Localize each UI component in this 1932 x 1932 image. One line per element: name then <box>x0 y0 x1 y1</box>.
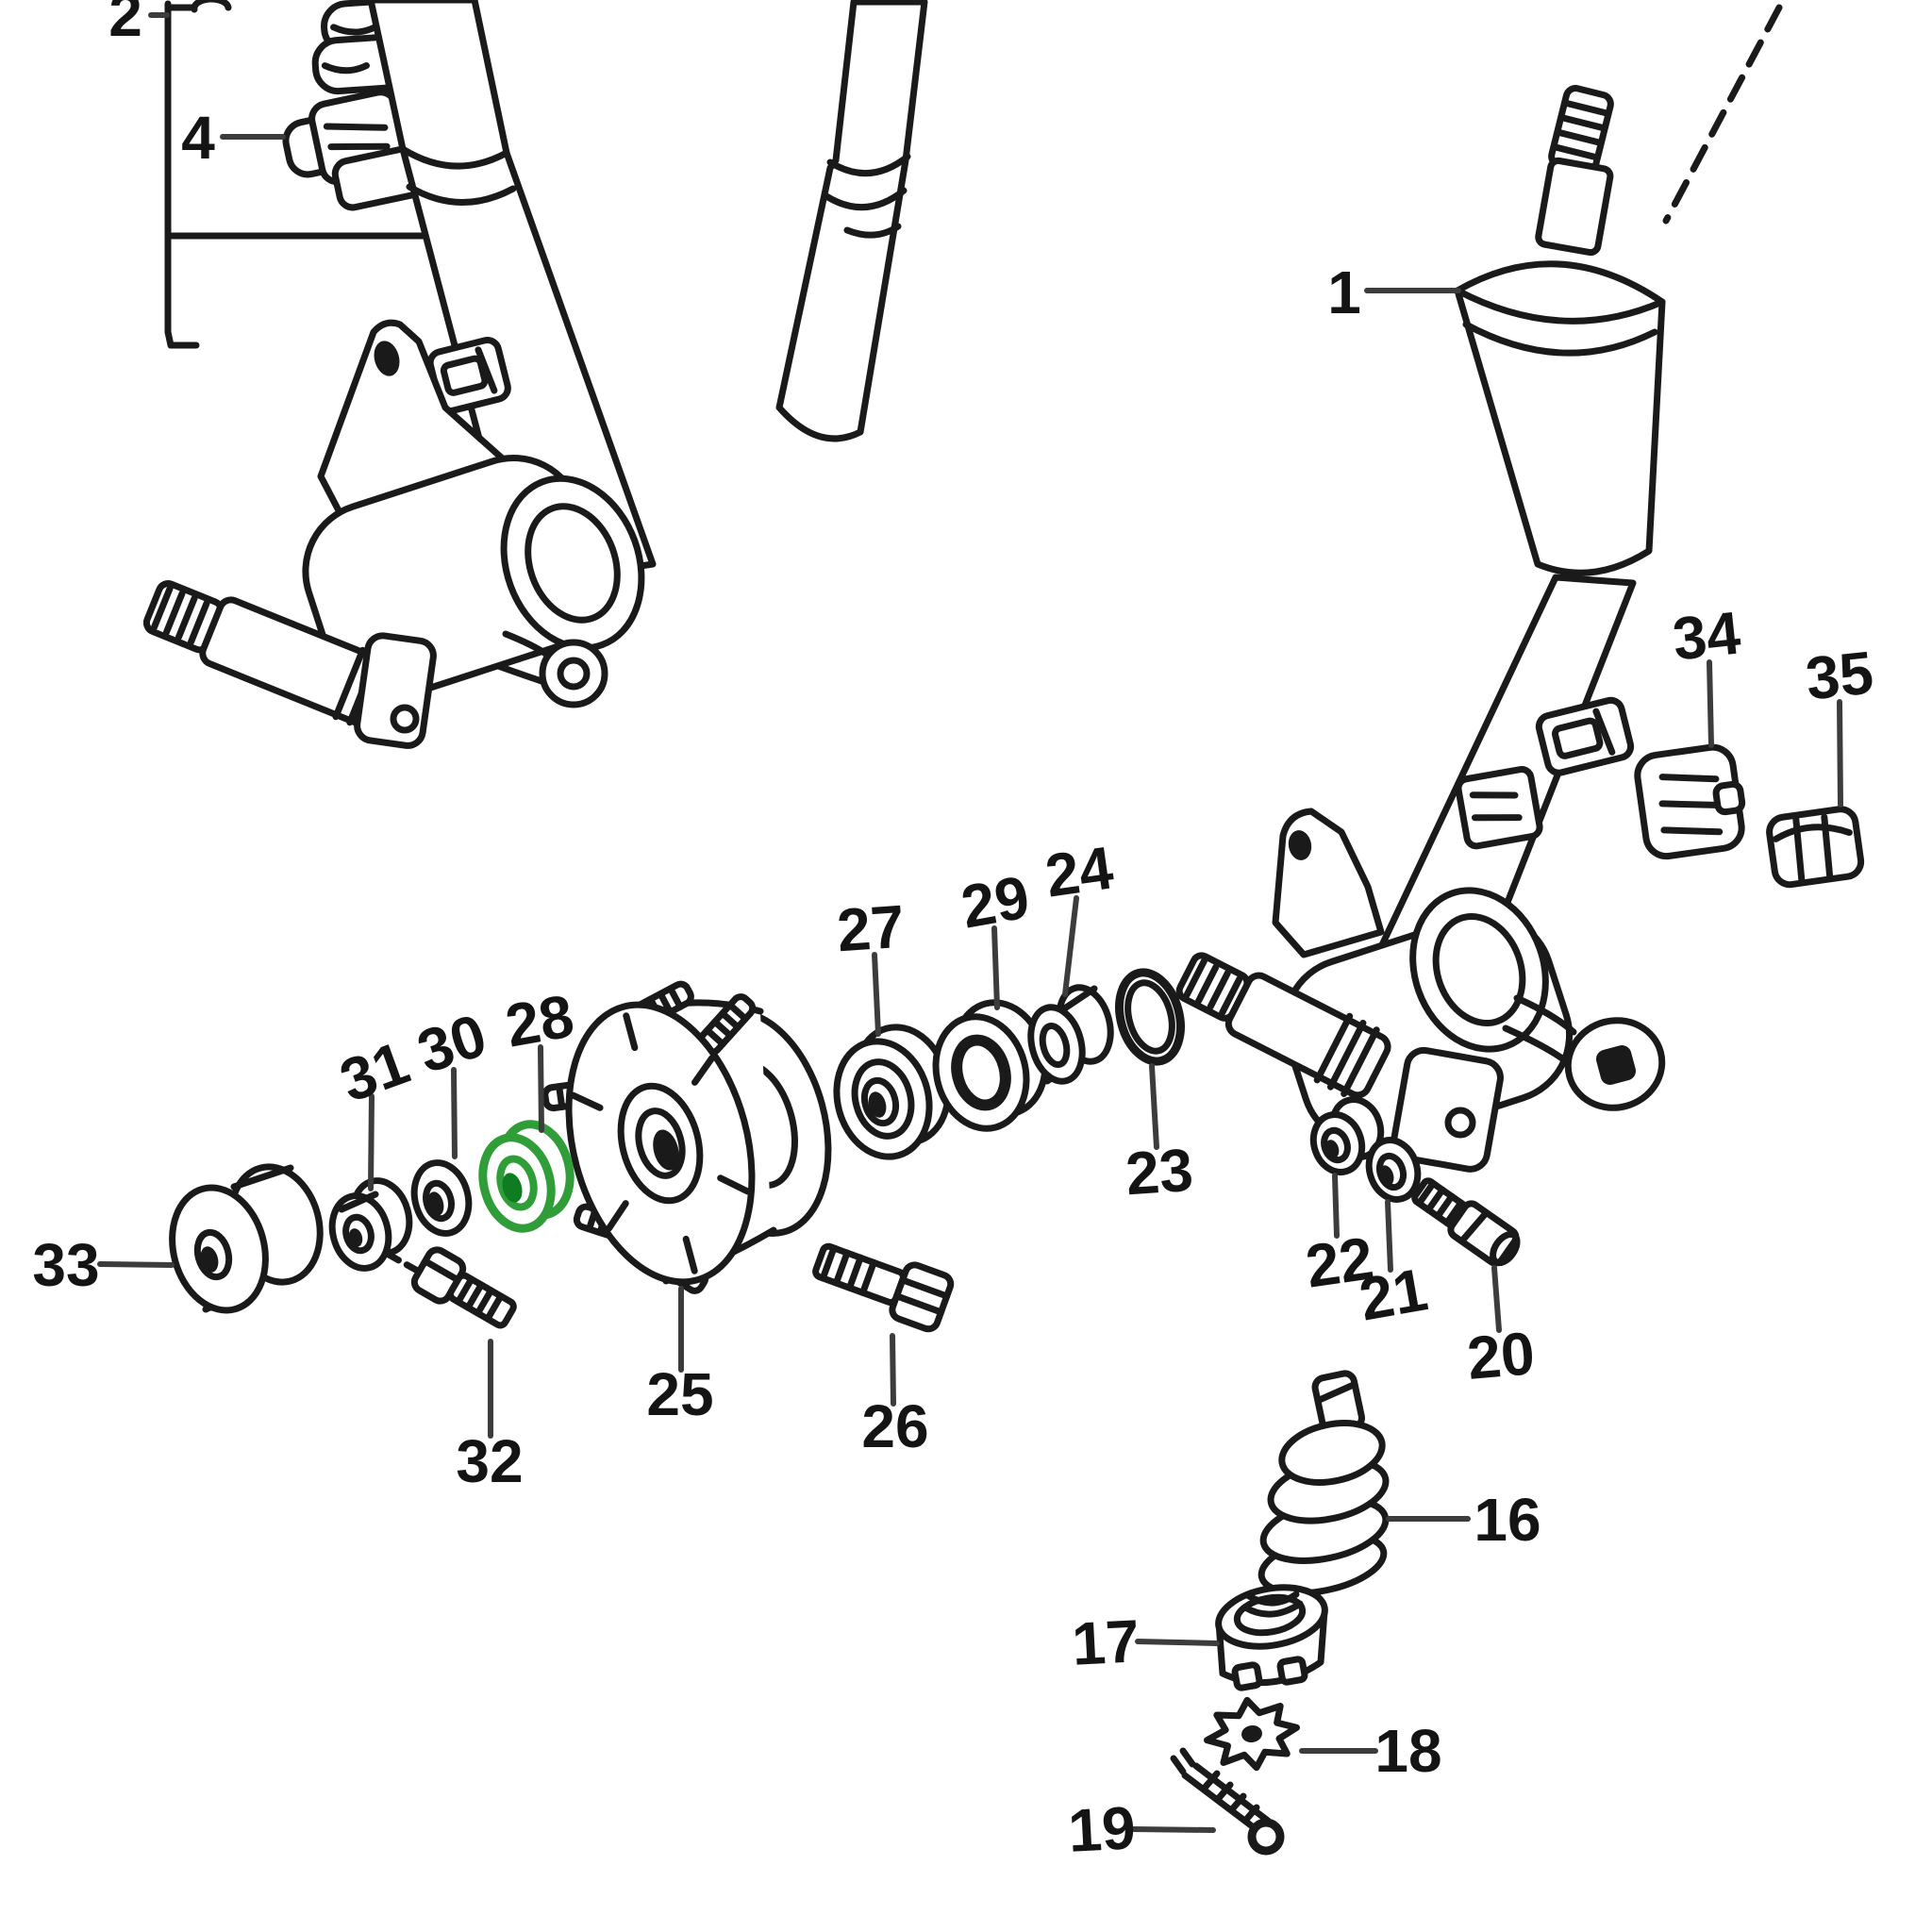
part-callout-22[interactable]: 22 <box>1302 1224 1378 1300</box>
leader-line-24 <box>1062 895 1079 997</box>
part-callout-29[interactable]: 29 <box>957 862 1035 941</box>
nut-part-22 <box>1309 1096 1385 1175</box>
bolt-part-26 <box>812 1242 955 1333</box>
washer-part-21 <box>1365 1137 1422 1203</box>
leader-line-17 <box>1135 1639 1220 1646</box>
part-callout-24[interactable]: 24 <box>1041 833 1118 909</box>
leader-line-21 <box>1385 1199 1393 1273</box>
clamp-part-34 <box>1634 743 1746 860</box>
part-callout-1[interactable]: 1 <box>1327 258 1361 326</box>
bolt-part-32 <box>410 1246 517 1329</box>
washer-part-30 <box>410 1159 473 1237</box>
part-callout-31[interactable]: 31 <box>331 1028 418 1115</box>
wheel-hub-part-25 <box>541 980 832 1294</box>
bearing-part-27 <box>833 1024 952 1160</box>
leader-line-26 <box>890 1333 896 1407</box>
part-callout-25[interactable]: 25 <box>646 1360 713 1428</box>
part-callout-17[interactable]: 17 <box>1071 1607 1141 1678</box>
leader-line-20 <box>1491 1265 1502 1333</box>
part-callout-20[interactable]: 20 <box>1464 1319 1537 1392</box>
bolt-part-20 <box>1411 1177 1521 1267</box>
group-bracket-part-2 <box>164 0 426 349</box>
part-callout-23[interactable]: 23 <box>1124 1136 1195 1208</box>
leader-line-22 <box>1332 1173 1340 1239</box>
leader-line-27 <box>872 952 881 1037</box>
lock-washer-part-18 <box>1203 1696 1301 1772</box>
part-callout-33[interactable]: 33 <box>32 1231 99 1299</box>
leader-line-19 <box>1131 1826 1216 1833</box>
part-callout-28[interactable]: 28 <box>501 981 579 1059</box>
part-callout-19[interactable]: 19 <box>1067 1793 1138 1865</box>
leader-line-23 <box>1149 1063 1159 1150</box>
part-callout-34[interactable]: 34 <box>1670 598 1744 673</box>
part-callout-35[interactable]: 35 <box>1803 638 1876 712</box>
leader-line-33 <box>97 1261 175 1268</box>
leader-line-30 <box>451 1067 458 1159</box>
part-callout-18[interactable]: 18 <box>1374 1717 1441 1785</box>
leader-line-31 <box>368 1093 375 1191</box>
clamp-nut-part-31 <box>328 1177 426 1277</box>
o-ring-part-23 <box>1115 968 1185 1066</box>
part-callout-2[interactable]: 2 <box>108 0 142 49</box>
dust-cap-part-33 <box>169 1163 324 1314</box>
spacer-part-24 <box>1027 984 1114 1085</box>
ball-joint-boot-part-16 <box>1257 1370 1390 1597</box>
nut-part-35 <box>1766 806 1865 889</box>
part-callout-32[interactable]: 32 <box>456 1427 523 1495</box>
leader-line-29 <box>991 925 1000 1010</box>
steering-knuckle-right <box>1175 808 1666 1173</box>
part-callout-4[interactable]: 4 <box>181 104 215 172</box>
castellated-nut-part-17 <box>1215 1584 1328 1691</box>
steering-knuckle-left <box>142 319 645 749</box>
part-callout-21[interactable]: 21 <box>1355 1255 1433 1333</box>
part-callout-16[interactable]: 16 <box>1474 1486 1541 1554</box>
grease-seal-part-28-highlighted[interactable] <box>474 1117 580 1237</box>
leader-line-34 <box>1707 659 1714 748</box>
part-callout-27[interactable]: 27 <box>835 892 907 965</box>
part-callout-30[interactable]: 30 <box>409 1001 494 1086</box>
seal-part-29 <box>932 999 1049 1132</box>
cotter-pin-part-19 <box>1170 1747 1285 1856</box>
part-callout-26[interactable]: 26 <box>861 1392 928 1460</box>
strut-cartridge <box>775 0 928 442</box>
